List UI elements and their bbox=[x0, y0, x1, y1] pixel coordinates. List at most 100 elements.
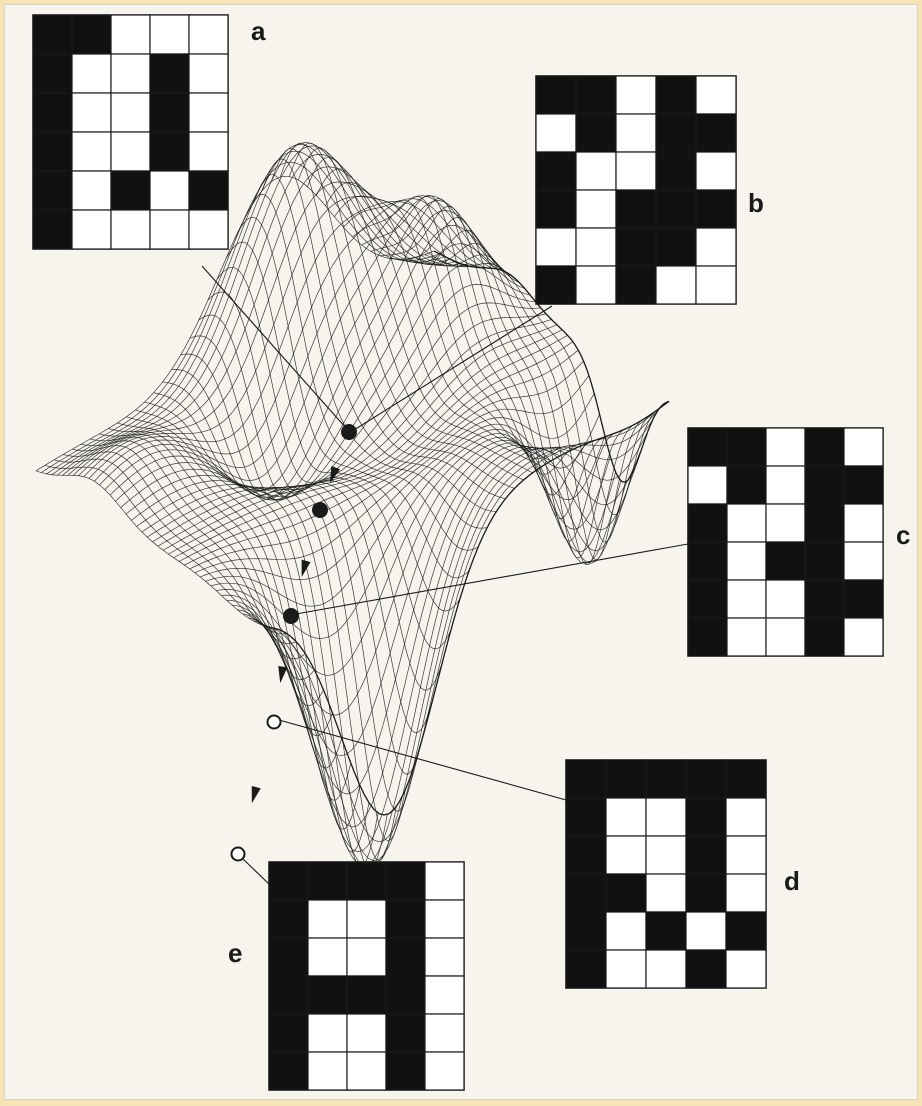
descent-arrow-icon bbox=[302, 560, 311, 577]
pixel-cell-off bbox=[425, 1014, 464, 1052]
pixel-cell-on bbox=[566, 874, 606, 912]
leader-line-e bbox=[242, 858, 269, 884]
pixel-cell-on bbox=[269, 1052, 308, 1090]
surface-gridline-u bbox=[271, 148, 505, 499]
pixel-cell-on bbox=[656, 76, 696, 114]
pixel-cell-on bbox=[536, 76, 576, 114]
pixel-cell-off bbox=[111, 210, 150, 249]
pixel-cell-off bbox=[111, 54, 150, 93]
pixel-cell-on bbox=[688, 504, 727, 542]
pixel-cell-off bbox=[189, 54, 228, 93]
pixel-cell-off bbox=[844, 428, 883, 466]
descent-arrow-icon bbox=[252, 786, 261, 803]
pixel-cell-off bbox=[616, 76, 656, 114]
pixel-cell-off bbox=[72, 171, 111, 210]
pixel-cell-on bbox=[686, 798, 726, 836]
pixel-cell-on bbox=[150, 132, 189, 171]
pixel-cell-off bbox=[727, 618, 766, 656]
pixel-cell-on bbox=[805, 580, 844, 618]
pixel-cell-on bbox=[33, 93, 72, 132]
pixel-cell-on bbox=[646, 912, 686, 950]
pixel-cell-off bbox=[576, 190, 616, 228]
pixel-cell-on bbox=[269, 1014, 308, 1052]
pixel-cell-off bbox=[727, 504, 766, 542]
pixel-cell-on bbox=[688, 618, 727, 656]
pixel-cell-on bbox=[566, 950, 606, 988]
pixel-cell-off bbox=[606, 950, 646, 988]
pixel-cell-off bbox=[766, 618, 805, 656]
pixel-cell-on bbox=[656, 152, 696, 190]
pixel-cell-on bbox=[726, 760, 766, 798]
pixel-cell-off bbox=[576, 266, 616, 304]
pattern-panel-e bbox=[269, 862, 464, 1090]
pixel-cell-on bbox=[269, 938, 308, 976]
state-point-hollow bbox=[268, 716, 281, 729]
pixel-cell-off bbox=[766, 466, 805, 504]
pixel-cell-off bbox=[536, 114, 576, 152]
pixel-cell-off bbox=[150, 15, 189, 54]
pixel-cell-off bbox=[347, 1052, 386, 1090]
pixel-cell-on bbox=[111, 171, 150, 210]
pixel-cell-on bbox=[766, 542, 805, 580]
panel-label-d: d bbox=[784, 868, 800, 894]
panel-label-e: e bbox=[228, 940, 242, 966]
pixel-cell-off bbox=[425, 1052, 464, 1090]
pixel-cell-on bbox=[727, 466, 766, 504]
surface-gridline-u bbox=[45, 465, 278, 629]
surface-gridline-u bbox=[226, 242, 460, 611]
pixel-cell-off bbox=[844, 504, 883, 542]
pixel-cell-on bbox=[189, 171, 228, 210]
pixel-cell-off bbox=[308, 938, 347, 976]
pixel-cell-off bbox=[308, 1052, 347, 1090]
panel-label-b: b bbox=[748, 190, 764, 216]
figure-frame: a b c d e bbox=[4, 4, 918, 1100]
state-point-filled bbox=[313, 503, 327, 517]
pixel-cell-on bbox=[656, 114, 696, 152]
pixel-cell-off bbox=[727, 580, 766, 618]
state-point-filled bbox=[342, 425, 356, 439]
pixel-cell-off bbox=[111, 93, 150, 132]
pixel-cell-on bbox=[805, 504, 844, 542]
pixel-cell-on bbox=[150, 54, 189, 93]
pixel-cell-off bbox=[150, 210, 189, 249]
pixel-cell-off bbox=[189, 15, 228, 54]
pixel-cell-off bbox=[308, 1014, 347, 1052]
surface-gridline-u bbox=[145, 402, 379, 866]
pixel-cell-off bbox=[606, 912, 646, 950]
pixel-cell-on bbox=[308, 976, 347, 1014]
pixel-cell-on bbox=[566, 760, 606, 798]
pixel-cell-off bbox=[72, 93, 111, 132]
pixel-cell-off bbox=[606, 798, 646, 836]
pixel-cell-on bbox=[308, 862, 347, 900]
pixel-cell-on bbox=[656, 228, 696, 266]
pixel-cell-on bbox=[566, 912, 606, 950]
pixel-cell-on bbox=[386, 862, 425, 900]
pixel-cell-on bbox=[269, 900, 308, 938]
pixel-cell-off bbox=[425, 976, 464, 1014]
pixel-cell-off bbox=[844, 618, 883, 656]
pixel-cell-off bbox=[766, 428, 805, 466]
state-point-hollow bbox=[232, 848, 245, 861]
pixel-cell-on bbox=[576, 114, 616, 152]
pixel-cell-on bbox=[269, 976, 308, 1014]
pixel-cell-off bbox=[72, 210, 111, 249]
pixel-cell-off bbox=[111, 132, 150, 171]
pixel-cell-on bbox=[72, 15, 111, 54]
descent-arrow-icon bbox=[278, 666, 287, 683]
pixel-cell-on bbox=[844, 580, 883, 618]
pixel-cell-off bbox=[576, 152, 616, 190]
pixel-cell-on bbox=[805, 542, 844, 580]
leader-line-c bbox=[296, 544, 688, 614]
pixel-cell-off bbox=[576, 228, 616, 266]
surface-gridline-u bbox=[326, 182, 560, 456]
pixel-cell-on bbox=[726, 912, 766, 950]
pixel-cell-on bbox=[33, 171, 72, 210]
surface-gridline-v bbox=[190, 376, 589, 569]
pattern-panel-d bbox=[566, 760, 766, 988]
pixel-cell-on bbox=[686, 874, 726, 912]
pixel-cell-on bbox=[727, 428, 766, 466]
pixel-cell-off bbox=[616, 152, 656, 190]
pixel-cell-on bbox=[686, 836, 726, 874]
pixel-cell-on bbox=[150, 93, 189, 132]
surface-gridline-v bbox=[126, 244, 525, 514]
